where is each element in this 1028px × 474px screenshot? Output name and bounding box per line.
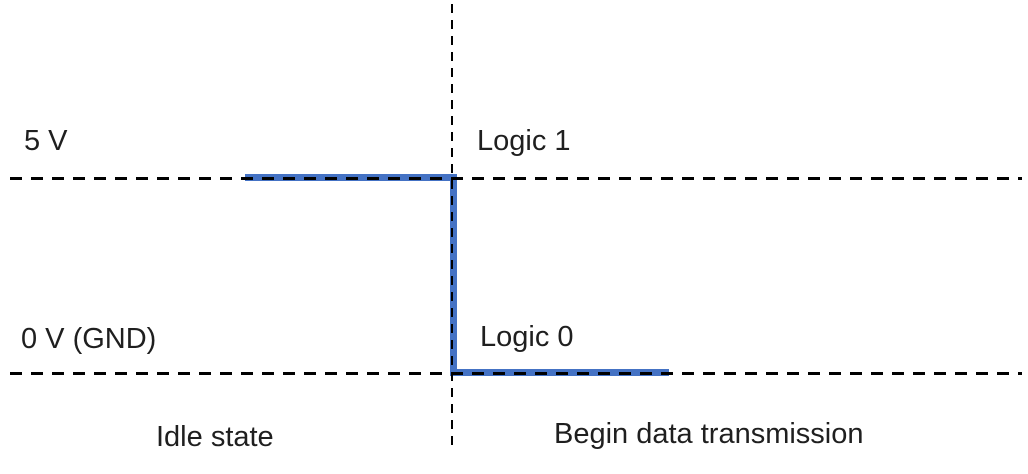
phase-begin-transmission-label: Begin data transmission <box>554 418 864 450</box>
logic-high-label: Logic 1 <box>477 125 571 157</box>
voltage-high-label: 5 V <box>24 125 68 157</box>
logic-low-label: Logic 0 <box>480 321 574 353</box>
voltage-low-label: 0 V (GND) <box>21 323 157 355</box>
phase-idle-label: Idle state <box>156 421 274 453</box>
transition-divider-line <box>451 4 453 447</box>
signal-falling-edge <box>450 174 457 376</box>
reference-line-0v <box>10 372 1022 375</box>
reference-line-5v <box>10 177 1022 180</box>
